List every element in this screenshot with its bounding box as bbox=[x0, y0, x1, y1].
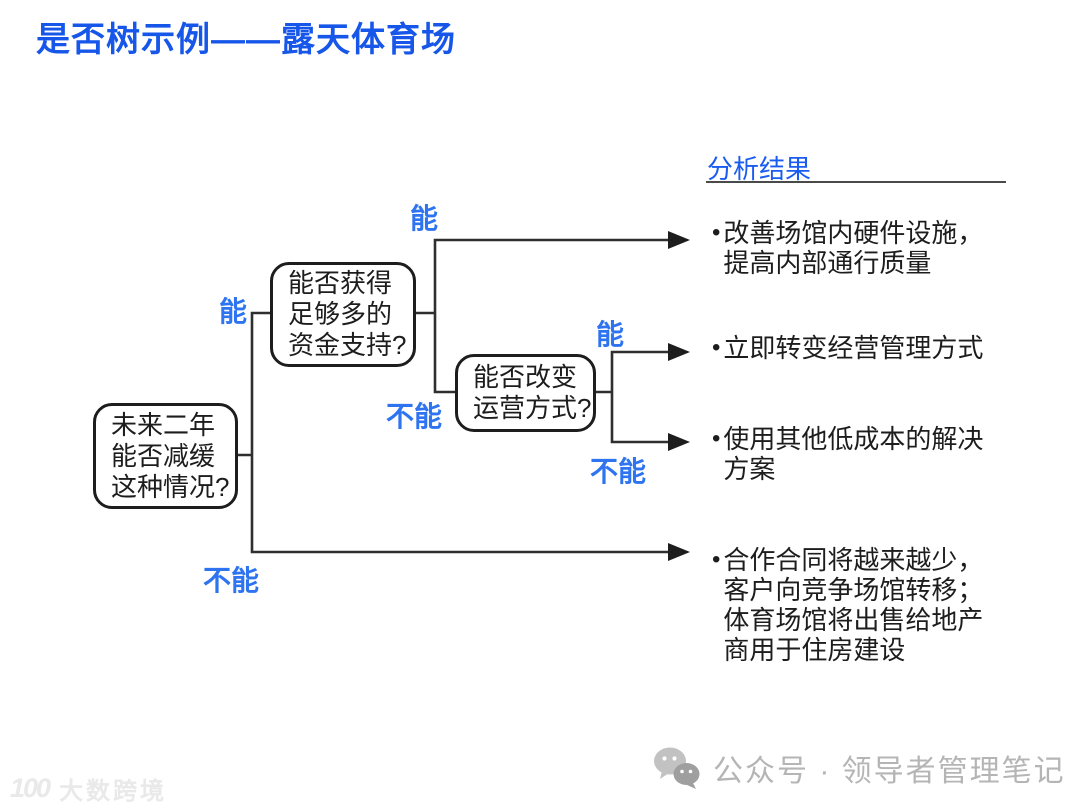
decision-node-operation-text: 能否改变 运营方式? bbox=[473, 362, 592, 423]
result-item-management: • 立即转变经营管理方式 bbox=[712, 333, 1022, 363]
result-item-lowcost: • 使用其他低成本的解决 方案 bbox=[712, 424, 1022, 484]
wechat-account: 公众号 · 领导者管理笔记 bbox=[653, 746, 1066, 790]
wechat-icon bbox=[654, 747, 700, 789]
arrowhead-result-4 bbox=[668, 543, 690, 561]
result-text: 立即转变经营管理方式 bbox=[723, 333, 984, 363]
branch-label-cannot-root: 不能 bbox=[203, 565, 260, 596]
decision-node-funding: 能否获得 足够多的 资金支持? bbox=[270, 262, 416, 367]
connector-root bbox=[237, 311, 670, 554]
page-title: 是否树示例——露天体育场 bbox=[36, 21, 456, 59]
decision-node-operation: 能否改变 运营方式? bbox=[455, 354, 596, 432]
bullet-icon: • bbox=[712, 425, 721, 452]
dashu-logo: 100 bbox=[10, 773, 51, 803]
branch-label-can-funding: 能 bbox=[410, 203, 439, 234]
decision-node-funding-text: 能否获得 足够多的 资金支持? bbox=[288, 268, 407, 360]
arrowhead-result-1 bbox=[668, 231, 690, 249]
bullet-icon: • bbox=[712, 546, 721, 573]
results-header-underline bbox=[706, 181, 1006, 183]
branch-label-can-operation: 能 bbox=[596, 319, 625, 350]
result-text: 使用其他低成本的解决 方案 bbox=[723, 424, 984, 484]
branch-label-cannot-operation: 不能 bbox=[590, 456, 647, 487]
arrowhead-result-3 bbox=[668, 433, 690, 451]
bullet-icon: • bbox=[712, 219, 721, 246]
branch-label-cannot-funding: 不能 bbox=[386, 401, 443, 432]
result-text: 合作合同将越来越少， 客户向竞争场馆转移； 体育场馆将出售给地产 商用于住房建设 bbox=[723, 545, 984, 665]
connector-operation bbox=[595, 350, 670, 444]
arrowhead-result-2 bbox=[668, 343, 690, 361]
wechat-label: 公众号 · 领导者管理笔记 bbox=[713, 755, 1066, 788]
decision-node-root: 未来二年 能否减缓 这种情况? bbox=[93, 403, 238, 509]
result-text: 改善场馆内硬件设施， 提高内部通行质量 bbox=[723, 218, 984, 278]
result-item-hardware: • 改善场馆内硬件设施， 提高内部通行质量 bbox=[712, 218, 1022, 278]
results-header: 分析结果 bbox=[707, 154, 812, 184]
watermark: 100 大数跨境 bbox=[10, 771, 167, 806]
bullet-icon: • bbox=[712, 334, 721, 361]
watermark-text: 大数跨境 bbox=[59, 778, 168, 805]
result-item-decline: • 合作合同将越来越少， 客户向竞争场馆转移； 体育场馆将出售给地产 商用于住房… bbox=[712, 545, 1022, 665]
branch-label-can-root: 能 bbox=[219, 296, 248, 327]
connector-funding bbox=[415, 238, 670, 394]
decision-node-root-text: 未来二年 能否减缓 这种情况? bbox=[111, 409, 230, 502]
